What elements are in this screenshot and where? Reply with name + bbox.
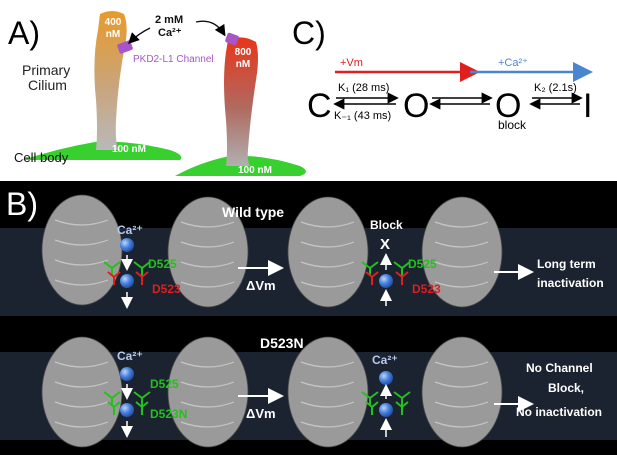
panel-b-letter: B) xyxy=(6,186,38,222)
state-c: C xyxy=(307,87,332,125)
row2-d523n-label: D523N xyxy=(150,407,187,421)
primary-cilium-line-2: Cilium xyxy=(28,77,67,93)
d525-residue-icon xyxy=(103,261,151,276)
row1-delta-vm-label: ΔVm xyxy=(246,278,276,293)
ca-ion xyxy=(120,367,134,381)
row2-right-ca-label: Ca²⁺ xyxy=(372,353,398,367)
panel-a-letter: A) xyxy=(8,15,40,51)
block-label: Block xyxy=(370,218,403,232)
state-i: I xyxy=(583,87,592,125)
base-2-conc: 100 nM xyxy=(238,165,272,176)
block-x-mark: X xyxy=(380,236,390,253)
vm-label: +Vm xyxy=(340,57,363,69)
ca-influx-arrow-2 xyxy=(195,20,226,37)
d525-residue-icon xyxy=(103,391,151,406)
helix-stripe xyxy=(54,361,109,428)
helix-stripe xyxy=(300,221,355,288)
state-oblock-sub: block xyxy=(498,118,527,132)
row1-right-d523-label: D523 xyxy=(412,282,441,296)
cilium-2-conc-unit: nM xyxy=(236,59,250,70)
row1-right-d525-label: D525 xyxy=(408,257,437,271)
long-term-line-2: inactivation xyxy=(537,276,604,290)
protein-ribbon xyxy=(287,336,369,448)
k2-label: K₂ (2.1s) xyxy=(534,82,577,94)
no-block-line-2: Block, xyxy=(548,381,584,395)
cell-body-base-1 xyxy=(22,141,182,160)
helix-stripe xyxy=(54,219,109,286)
wild-type-label: Wild type xyxy=(222,204,284,220)
protein-ribbon xyxy=(167,336,249,448)
ca-ion xyxy=(120,403,134,417)
d523n-title: D523N xyxy=(260,335,304,351)
ca-ion xyxy=(379,274,393,288)
no-block-line-1: No Channel xyxy=(526,361,593,375)
primary-cilium-line-1: Primary xyxy=(22,62,70,78)
cilium-1-conc-value: 400 xyxy=(105,17,122,28)
row2-d525-label: D525 xyxy=(150,377,179,391)
row1-ca-label: Ca²⁺ xyxy=(117,223,143,237)
row2-ca-label: Ca²⁺ xyxy=(117,349,143,363)
panel-c-letter: C) xyxy=(292,15,326,51)
state-oblock: O xyxy=(495,87,521,125)
ca-influx-arrow-1 xyxy=(128,27,151,44)
base-1-conc: 100 nM xyxy=(112,144,146,155)
cilium-2 xyxy=(224,37,258,166)
k1-label: K₁ (28 ms) xyxy=(338,82,389,94)
panel-a: A) 400 nM PKD2-L1 Channel Primary Cilium… xyxy=(8,11,306,176)
cilium-2-conc-value: 800 xyxy=(235,47,252,58)
ca-ion xyxy=(379,403,393,417)
row1-d523-label: D523 xyxy=(152,282,181,296)
helix-stripe xyxy=(300,361,355,428)
protein-ribbon xyxy=(421,336,503,448)
cell-body-label: Cell body xyxy=(14,150,69,165)
d523-residue-icon xyxy=(107,271,149,285)
helix-stripes xyxy=(54,219,489,428)
ca-ion xyxy=(379,371,393,385)
d523n-residue-icon xyxy=(365,401,409,415)
helix-stripe xyxy=(180,361,235,428)
protein-ribbon xyxy=(287,196,369,308)
ca-ion xyxy=(120,238,134,252)
long-term-line-1: Long term xyxy=(537,257,596,271)
row2-delta-vm-label: ΔVm xyxy=(246,406,276,421)
panel-b: B) Wild type Ca²⁺ xyxy=(0,181,617,455)
pkd2-l1-channel-icon-2 xyxy=(225,32,239,46)
cilium-1-conc-unit: nM xyxy=(106,29,120,40)
d523n-residue-icon xyxy=(107,401,149,415)
ca-ion xyxy=(120,274,134,288)
row1-d525-label: D525 xyxy=(148,257,177,271)
d525-residue-icon xyxy=(361,261,411,276)
d525-residue-icon xyxy=(361,391,411,406)
km1-label: K₋₁ (43 ms) xyxy=(334,110,391,122)
no-block-line-3: No inactivation xyxy=(516,405,602,419)
channel-label: PKD2-L1 Channel xyxy=(133,54,214,65)
protein-ribbon xyxy=(41,194,123,306)
helix-stripe xyxy=(434,361,489,428)
external-ca-conc: 2 mM xyxy=(155,14,183,26)
external-ca-ion: Ca²⁺ xyxy=(158,27,182,39)
helix-stripe xyxy=(180,221,235,288)
panel-c: C) +Vm +Ca²⁺ C O O block I K₁ (28 ms) K₋… xyxy=(292,15,593,132)
protein-ribbon xyxy=(41,336,123,448)
state-o: O xyxy=(403,87,429,125)
d523-residue-icon xyxy=(365,271,409,285)
helix-stripe xyxy=(434,221,489,288)
ca-label: +Ca²⁺ xyxy=(498,57,528,69)
